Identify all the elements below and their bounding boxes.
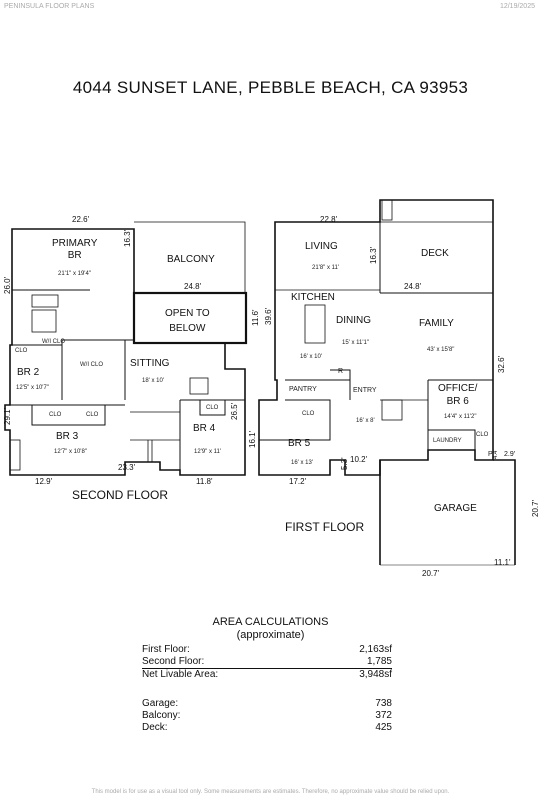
room-garage: GARAGE (434, 503, 477, 514)
dim-sf-side-right: 16.3' (123, 229, 132, 247)
area-table-livable: First Floor: 2,163sf Second Floor: 1,785… (142, 644, 392, 681)
dim-ff-top: 22.8' (320, 215, 338, 224)
dim-ff-deck-w: 24.8' (404, 282, 422, 291)
dining-size: 15' x 11'1" (342, 340, 369, 346)
area-calculations-heading: AREA CALCULATIONS (approximate) (0, 616, 541, 642)
dim-sf-bottom-mid: 23.3' (118, 463, 136, 472)
br5-size: 16' x 13' (291, 460, 313, 466)
room-clo-ff-2: CLO (476, 432, 489, 438)
dim-sf-left-low: 29.1' (3, 407, 12, 425)
room-p: P (488, 451, 493, 458)
area-label: Second Floor: (142, 656, 205, 667)
room-sitting: SITTING (130, 358, 170, 369)
room-br4: BR 4 (193, 423, 216, 434)
dim-ff-garage-w: 20.7' (422, 569, 440, 578)
dim-ff-left-side: 39.6' (264, 307, 273, 325)
room-clo-4: CLO (206, 405, 219, 411)
room-clo-2: CLO (49, 412, 62, 418)
dim-ff-entry-w: 10.2' (350, 455, 368, 464)
dim-ff-br5-bottom: 17.2' (289, 477, 307, 486)
room-office-br6: OFFICE/ BR 6 (438, 383, 478, 407)
area-table-other: Garage: 738 Balcony: 372 Deck: 425 (142, 698, 392, 734)
area-label: First Floor: (142, 644, 190, 655)
room-family: FAMILY (419, 318, 454, 329)
living-size: 21'8" x 11' (312, 265, 339, 271)
room-living: LIVING (305, 241, 338, 252)
dim-sf-side-left: 26.0' (3, 276, 12, 294)
dim-ff-garage-small: 11.1' (494, 558, 511, 567)
br2-size: 12'5" x 10'7" (16, 385, 49, 391)
second-floor-label: SECOND FLOOR (72, 488, 169, 502)
area-value: 1,785 (366, 656, 392, 667)
dim-ff-entry-h: 5.3' (340, 457, 349, 470)
page-title: 4044 SUNSET LANE, PEBBLE BEACH, CA 93953 (72, 78, 469, 97)
date-header: 12/19/2025 (499, 3, 535, 10)
area-value: 3,948sf (359, 669, 392, 680)
room-clo-3: CLO (86, 412, 99, 418)
room-balcony: BALCONY (167, 254, 215, 265)
office-size: 14'4" x 11'2" (444, 414, 477, 420)
dim-ff-small-2: 2.9' (504, 451, 516, 458)
area-label: Garage: (142, 698, 179, 709)
room-deck: DECK (421, 248, 449, 259)
area-row-net-livable: Net Livable Area: 3,948sf (142, 669, 392, 681)
room-entry: ENTRY (353, 387, 377, 394)
dim-ff-small-1: 4.4' (493, 449, 499, 460)
area-label: Balcony: (142, 710, 181, 721)
br3-size: 12'7" x 10'8" (54, 449, 87, 455)
area-row-balcony: Balcony: 372 (142, 710, 392, 722)
room-dining: DINING (336, 315, 371, 326)
entry-size: 16' x 8' (356, 418, 375, 424)
room-wi-clo-1: W/I CLO (42, 339, 66, 345)
room-r: R (338, 368, 344, 375)
area-row-deck: Deck: 425 (142, 722, 392, 734)
dim-ff-garage-side: 20.7' (531, 499, 540, 517)
room-wi-clo-2: W/I CLO (80, 362, 104, 368)
area-row-first-floor: First Floor: 2,163sf (142, 644, 392, 656)
room-primary-br: PRIMARY BR (52, 238, 98, 261)
room-br2: BR 2 (17, 367, 40, 378)
area-row-second-floor: Second Floor: 1,785 (142, 656, 392, 669)
room-pantry: PANTRY (289, 386, 317, 393)
area-label: Net Livable Area: (142, 669, 219, 680)
area-value: 372 (375, 710, 392, 721)
primary-br-size: 21'1" x 19'4" (58, 271, 91, 277)
first-floor-label: FIRST FLOOR (285, 520, 365, 534)
dim-sf-bottom-left: 12.9' (35, 477, 53, 486)
room-clo-ff-1: CLO (302, 411, 315, 417)
area-row-garage: Garage: 738 (142, 698, 392, 710)
room-br3: BR 3 (56, 431, 79, 442)
disclaimer-footer: This model is for use as a visual tool o… (91, 789, 450, 795)
br4-size: 12'9" x 11' (194, 449, 221, 455)
family-size: 43' x 15'8" (427, 347, 455, 353)
dim-ff-right-side: 32.6' (497, 355, 506, 373)
room-open-to-below: OPEN TO BELOW (165, 308, 210, 334)
area-label: Deck: (142, 722, 168, 733)
dim-ff-deck-side: 16.3' (369, 246, 378, 264)
room-laundry: LAUNDRY (433, 438, 462, 444)
dim-sf-top: 22.6' (72, 215, 90, 224)
dim-ff-br5-side: 16.1' (248, 430, 257, 448)
area-title: AREA CALCULATIONS (212, 616, 329, 628)
sitting-size: 18' x 10' (142, 378, 164, 384)
dim-sf-open-side: 11.6' (251, 309, 260, 326)
area-value: 2,163sf (359, 644, 392, 655)
area-value: 425 (375, 722, 392, 733)
dim-sf-balcony: 24.8' (184, 282, 202, 291)
room-clo-1: CLO (15, 348, 28, 354)
dim-sf-br4-side: 26.5' (230, 402, 239, 420)
area-subtitle: (approximate) (236, 629, 305, 641)
area-value: 738 (375, 698, 392, 709)
room-br5: BR 5 (288, 438, 311, 449)
dim-sf-bottom-right: 11.8' (196, 477, 213, 486)
kitchen-size: 16' x 10' (300, 354, 322, 360)
room-kitchen: KITCHEN (291, 292, 335, 303)
brand-header: PENINSULA FLOOR PLANS (4, 3, 95, 10)
